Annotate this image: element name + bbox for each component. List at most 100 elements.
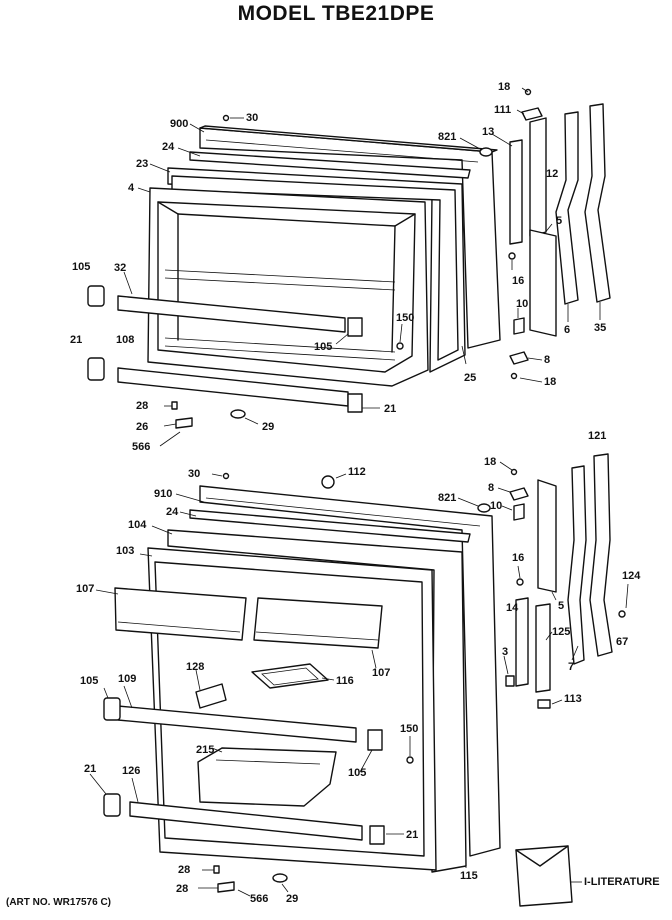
freezer-screw-16 (508, 252, 516, 260)
callout-125: 125 (552, 626, 571, 638)
callout-121: 121 (588, 430, 607, 442)
callout-35: 35 (594, 322, 607, 334)
callout-18b: 18 (544, 376, 557, 388)
fresh-food-bracket-21 (369, 825, 385, 845)
freezer-hinge-8 (509, 351, 529, 365)
callout-108: 108 (116, 334, 135, 346)
fresh-food-screw-67 (618, 610, 626, 618)
fresh-food-left-clip-105 (103, 697, 121, 721)
callout-32: 32 (114, 262, 127, 274)
freezer-door-gasket (189, 151, 471, 179)
callout-124: 124 (622, 570, 641, 582)
fresh-food-part-3 (505, 675, 515, 687)
callout-23: 23 (136, 158, 149, 170)
callout-103: 103 (116, 545, 135, 557)
callout-16b: 16 (512, 552, 525, 564)
callout-29b: 29 (286, 893, 299, 905)
callout-13: 13 (482, 126, 495, 138)
freezer-door-assembly (87, 88, 611, 429)
fresh-food-fastener-28 (213, 865, 220, 874)
freezer-left-clip-105 (87, 285, 105, 307)
callout-107: 107 (76, 583, 95, 595)
callout-821: 821 (438, 131, 457, 143)
fresh-food-strip-14 (515, 597, 529, 687)
freezer-plug-821 (479, 147, 493, 157)
callout-25: 25 (464, 372, 477, 384)
callout-116: 116 (336, 675, 354, 687)
callout-28: 28 (136, 400, 149, 412)
fresh-food-handle-bracket-5 (537, 479, 557, 593)
callout-111: 111 (494, 104, 512, 116)
leader-lines (89, 87, 629, 897)
literature-packet (515, 845, 573, 907)
callout-5: 5 (556, 215, 563, 227)
fresh-food-clip-128 (195, 683, 227, 709)
callout-67: 67 (616, 636, 629, 648)
fresh-food-cap-29 (272, 873, 288, 883)
fresh-food-dairy-bin-right (253, 597, 383, 649)
callout-21d: 21 (406, 829, 419, 841)
fresh-food-block-10 (513, 503, 525, 521)
callout-6: 6 (564, 324, 571, 336)
callout-8b: 8 (488, 482, 495, 494)
fresh-food-dairy-bin-left (114, 587, 247, 641)
callout-910: 910 (154, 488, 173, 500)
callout-18: 18 (498, 81, 511, 93)
freezer-plate-26 (175, 417, 193, 429)
fresh-food-cap-112 (321, 475, 335, 489)
callout-112: 112 (348, 466, 366, 478)
fresh-food-plate-26 (217, 881, 235, 893)
callout-28c: 28 (176, 883, 189, 895)
callout-105c: 105 (80, 675, 99, 687)
callout-115: 115 (460, 870, 478, 882)
freezer-liner-inner-box (157, 201, 416, 373)
fresh-food-screw-18 (510, 468, 518, 476)
callout-566b: 566 (250, 893, 269, 905)
callout-26: 26 (136, 421, 149, 433)
callout-104: 104 (128, 519, 147, 531)
callout-5b: 5 (558, 600, 565, 612)
callout-3: 3 (502, 646, 509, 658)
fresh-food-screw-30 (222, 472, 230, 480)
fresh-food-left-clip-21 (103, 793, 121, 817)
callout-18c: 18 (484, 456, 497, 468)
fresh-food-handle-trim-121 (589, 453, 613, 657)
freezer-screw-18-bottom (510, 372, 518, 380)
fresh-food-strip-125 (535, 603, 551, 693)
callout-105b: 105 (314, 341, 333, 353)
callout-literature: I-LITERATURE (584, 876, 660, 888)
callout-10: 10 (516, 298, 529, 310)
callout-150b: 150 (400, 723, 419, 735)
callout-10b: 10 (490, 500, 503, 512)
freezer-shelf-bracket-lower (347, 393, 363, 413)
callout-14: 14 (506, 602, 519, 614)
freezer-shelf-bracket-upper (347, 317, 363, 337)
callout-105d: 105 (348, 767, 367, 779)
art-number: (ART NO. WR17576 C) (6, 897, 112, 908)
callout-24: 24 (162, 141, 175, 153)
freezer-handle-6 (555, 111, 579, 305)
callout-109: 109 (118, 673, 137, 685)
fresh-food-bracket-105 (367, 729, 383, 751)
callout-28b: 28 (178, 864, 191, 876)
fresh-food-screw-16 (516, 578, 524, 586)
freezer-outer-door-face (199, 125, 498, 153)
callout-21: 21 (70, 334, 83, 346)
fresh-food-plug-821 (477, 503, 491, 513)
callout-113: 113 (564, 693, 582, 705)
freezer-block-10 (513, 317, 525, 335)
fresh-food-door-assembly (103, 453, 626, 907)
callout-30b: 30 (188, 468, 201, 480)
fresh-food-shelf-bar-126 (129, 801, 363, 841)
freezer-hinge-plate-12 (529, 117, 547, 237)
callout-21c: 21 (84, 763, 97, 775)
callout-16: 16 (512, 275, 525, 287)
freezer-hinge-111 (521, 107, 543, 121)
freezer-cap-29 (230, 409, 246, 419)
callout-900: 900 (170, 118, 189, 130)
freezer-handle-bracket-5 (529, 229, 557, 337)
callout-8: 8 (544, 354, 551, 366)
callout-821b: 821 (438, 492, 457, 504)
freezer-screw-30 (222, 114, 230, 122)
